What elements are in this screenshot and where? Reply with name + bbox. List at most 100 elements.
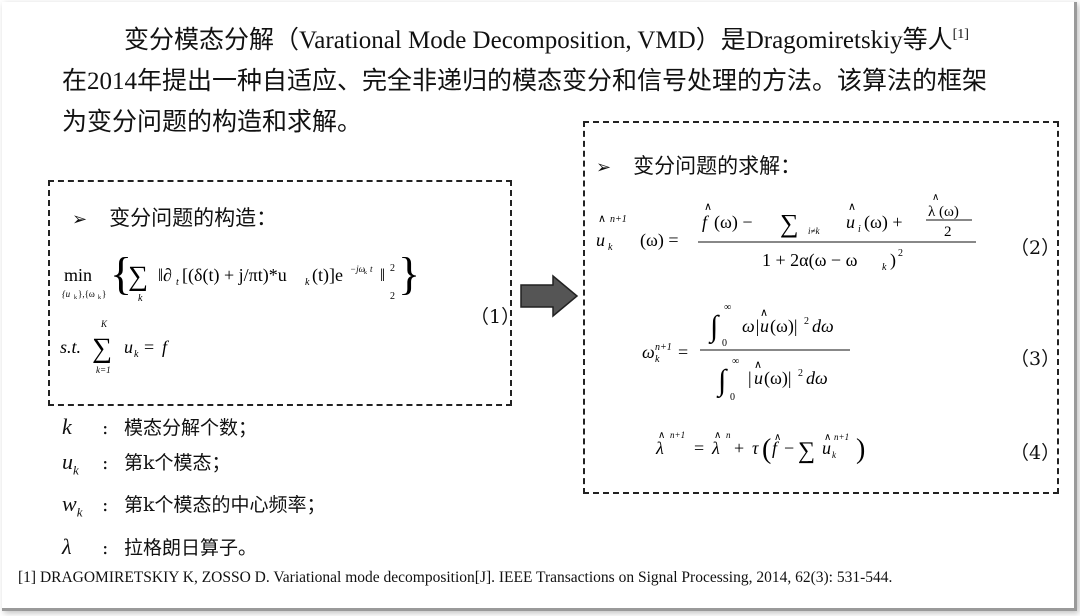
svg-text:[(δ(t) + j/πt)*u: [(δ(t) + j/πt)*u <box>182 265 287 286</box>
definition-text: 模态分解个数； <box>124 417 258 439</box>
svg-text:},{ω: },{ω <box>78 289 95 299</box>
svg-text:u: u <box>846 212 855 232</box>
symbol-definitions: k:模态分解个数； uk:第k个模态； wk:第k个模态的中心频率； λ:拉格朗… <box>62 410 326 565</box>
svg-text:0: 0 <box>722 338 727 349</box>
svg-text:ω: ω <box>642 342 655 362</box>
reference-footnote: [1] DRAGOMIRETSKIY K, ZOSSO D. Variation… <box>18 569 893 586</box>
svg-text:(t)]e: (t)]e <box>312 265 343 286</box>
svg-text:u: u <box>596 230 605 250</box>
svg-text:2: 2 <box>390 291 395 302</box>
svg-text:k: k <box>134 349 139 360</box>
svg-text:u: u <box>760 316 769 336</box>
right-arrow-icon <box>520 274 579 318</box>
intro-line-3: 为变分问题的构造和求解。 <box>62 109 363 136</box>
intro-paragraph: 变分模态分解（Varational Mode Decomposition, VM… <box>62 14 1052 143</box>
svg-text:k: k <box>98 295 101 301</box>
svg-text:ω|: ω| <box>742 316 760 336</box>
svg-text:2: 2 <box>798 368 803 379</box>
construction-heading-text: 变分问题的构造： <box>109 206 278 230</box>
definition-symbol: k <box>62 414 72 439</box>
svg-text:i: i <box>858 224 861 235</box>
svg-text:2: 2 <box>944 224 952 240</box>
definition-text: 第k个模态的中心频率； <box>124 494 326 517</box>
svg-text:=: = <box>678 342 688 362</box>
svg-text:u: u <box>754 368 763 388</box>
svg-text:k: k <box>74 295 77 301</box>
svg-text:}: } <box>102 289 106 299</box>
construction-heading: ➢ 变分问题的构造： <box>72 202 277 232</box>
arrowhead-bullet-icon: ➢ <box>596 157 612 178</box>
svg-text:∫: ∫ <box>708 310 720 345</box>
solution-heading: ➢变分问题的求解： <box>596 150 801 180</box>
svg-text:k: k <box>608 242 613 253</box>
svg-text:(ω)|: (ω)| <box>770 316 797 337</box>
equation-2-number: （2） <box>1010 237 1061 259</box>
solution-box <box>583 121 1059 494</box>
definition-row: λ:拉格朗日算子。 <box>62 530 326 565</box>
definition-text: 第k个模态； <box>124 452 231 474</box>
svg-text:∧: ∧ <box>848 201 856 213</box>
svg-text:∧: ∧ <box>774 432 781 443</box>
svg-text:n: n <box>726 430 731 440</box>
svg-text:{u: {u <box>62 289 71 299</box>
svg-text:|: | <box>748 368 752 388</box>
svg-text:1 + 2α(ω − ω: 1 + 2α(ω − ω <box>762 250 858 271</box>
definition-row: wk:第k个模态的中心频率； <box>62 487 326 529</box>
svg-text:∧: ∧ <box>824 432 831 443</box>
definition-symbol: λ <box>62 533 72 559</box>
svg-text:n+1: n+1 <box>610 214 627 225</box>
svg-text:u: u <box>124 337 133 357</box>
equation-1-number: （1） <box>470 306 521 328</box>
svg-text:{: { <box>110 248 132 299</box>
svg-text:2: 2 <box>390 263 395 274</box>
svg-text:−: − <box>784 438 794 458</box>
construction-box <box>48 180 512 406</box>
svg-text:∞: ∞ <box>732 356 739 367</box>
svg-text:k: k <box>305 277 310 288</box>
svg-text:∧: ∧ <box>704 201 712 213</box>
svg-text:∧: ∧ <box>714 430 721 441</box>
svg-text:i≠k: i≠k <box>808 226 820 236</box>
equation-4-number: （4） <box>1010 442 1061 464</box>
svg-text:f: f <box>702 212 710 232</box>
svg-text:k=1: k=1 <box>96 365 111 375</box>
svg-text:λ: λ <box>655 438 664 458</box>
svg-text:∧: ∧ <box>658 430 665 441</box>
svg-text:(: ( <box>762 434 771 465</box>
svg-text:+: + <box>734 438 744 458</box>
svg-text:k: k <box>364 270 367 276</box>
equation-3-number: （3） <box>1010 348 1061 370</box>
svg-text:‖: ‖ <box>380 265 385 285</box>
definition-symbol: wk <box>62 491 83 520</box>
svg-text:f: f <box>772 438 780 458</box>
svg-text:(ω) −: (ω) − <box>714 212 753 233</box>
svg-text:): ) <box>856 434 865 465</box>
svg-text:∧: ∧ <box>932 192 939 203</box>
svg-text:∧: ∧ <box>760 307 768 319</box>
svg-text:∑: ∑ <box>128 261 148 292</box>
svg-text:(ω)|: (ω)| <box>764 368 791 389</box>
svg-text:0: 0 <box>730 392 735 403</box>
svg-text:k: k <box>655 354 660 365</box>
definition-row: k:模态分解个数； <box>62 410 326 445</box>
svg-text:dω: dω <box>806 368 828 388</box>
svg-text:∧: ∧ <box>754 359 762 371</box>
svg-text:λ: λ <box>711 438 720 458</box>
intro-line-2: 在2014年提出一种自适应、完全非递归的模态变分和信号处理的方法。该算法的框架 <box>62 68 988 95</box>
svg-text:∞: ∞ <box>724 302 731 313</box>
definition-row: uk:第k个模态； <box>62 445 326 487</box>
svg-text:min: min <box>64 265 92 285</box>
svg-text:=: = <box>144 337 154 357</box>
svg-text:∑: ∑ <box>798 438 815 464</box>
svg-text:k: k <box>882 262 887 273</box>
svg-text:}: } <box>398 248 420 299</box>
svg-text:∫: ∫ <box>716 364 728 399</box>
svg-text:k: k <box>832 450 837 460</box>
svg-text:t: t <box>370 264 373 274</box>
arrowhead-bullet-icon: ➢ <box>72 209 88 230</box>
svg-text:s.t.: s.t. <box>60 337 81 357</box>
